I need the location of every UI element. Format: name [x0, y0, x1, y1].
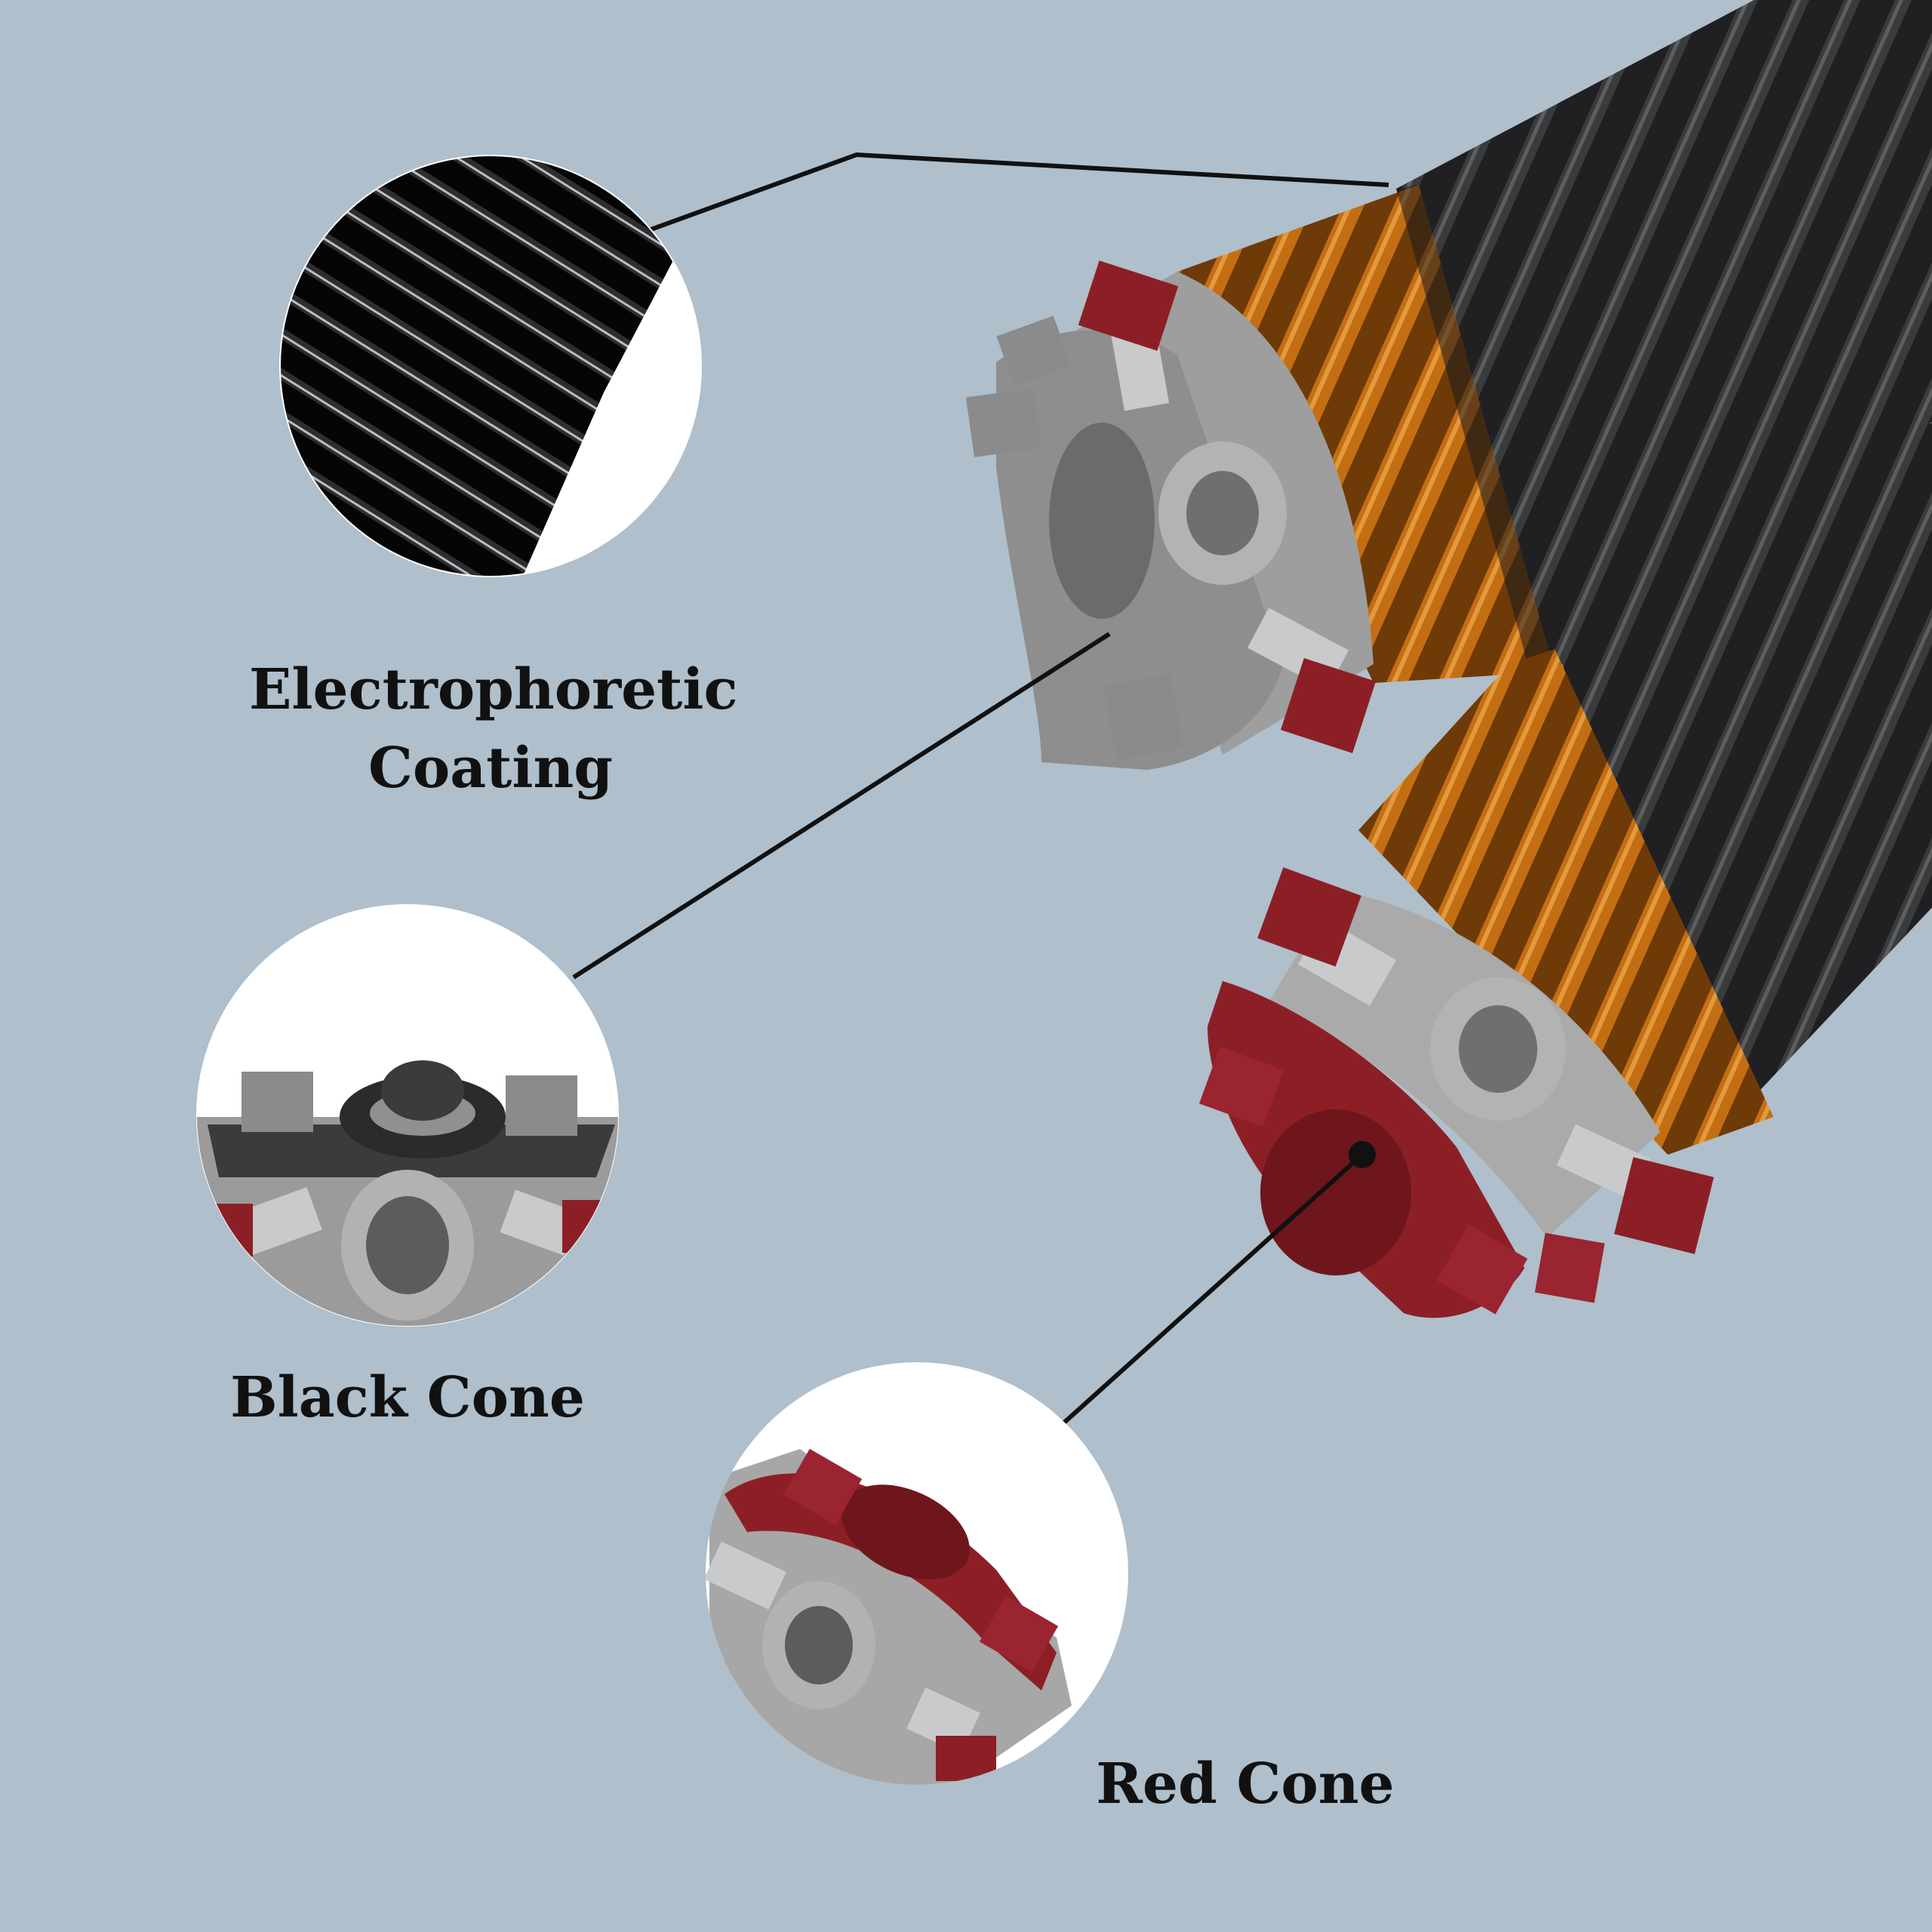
label-red-cone: Red Cone — [1096, 1752, 1395, 1817]
leader-line-red-cone — [1062, 1152, 1364, 1425]
leader-lines — [572, 152, 1389, 1425]
leader-line-coating — [648, 152, 1389, 232]
label-coating-line-1: Electrophoretic — [249, 657, 738, 722]
label-coating-line-2: Coating — [368, 736, 614, 801]
upper-spring — [965, 0, 1932, 770]
label-black-cone: Black Cone — [230, 1365, 585, 1430]
leader-line-black-cone — [572, 632, 1111, 980]
zoom-circle-black-cone — [196, 904, 619, 1327]
zoom-circle-red-cone — [706, 1362, 1128, 1785]
lower-spring — [1199, 423, 1932, 1318]
zoom-circle-coating — [279, 155, 702, 577]
label-electrophoretic-coating: Electrophoretic Coating — [249, 651, 738, 808]
leader-dot-red-cone — [1349, 1141, 1376, 1168]
